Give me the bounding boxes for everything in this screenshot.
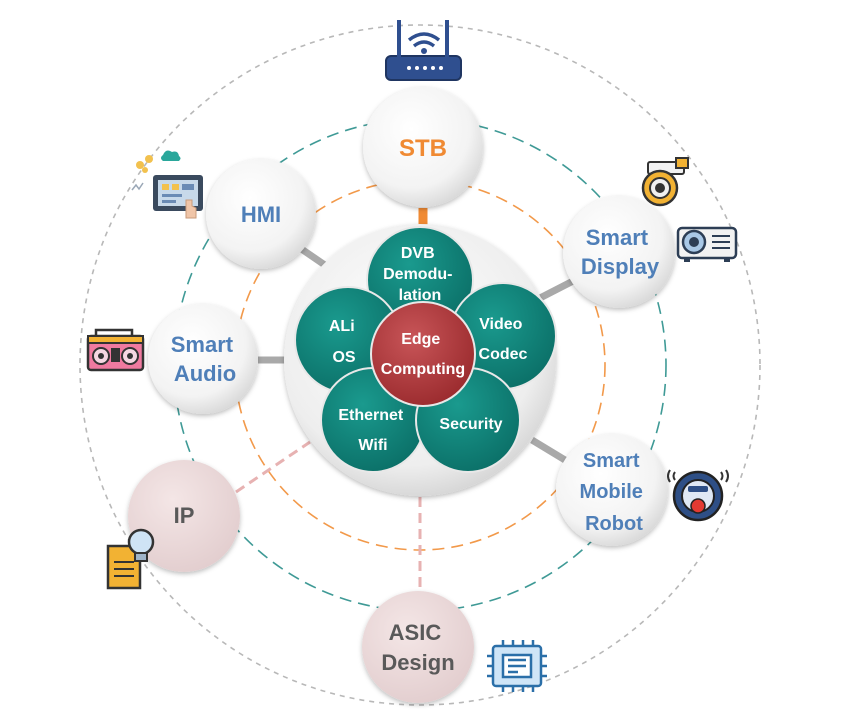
- node-smart-audio: Smart Audio: [148, 304, 258, 414]
- security-camera-icon: [641, 157, 689, 207]
- robot-vacuum-icon: [667, 469, 729, 522]
- chip-icon: [487, 640, 547, 692]
- svg-text:DVB Demodu- lation: DVB Demodu- lation: [383, 245, 457, 304]
- router-icon: [385, 20, 462, 81]
- ip-document-bulb-icon: [106, 528, 155, 590]
- svg-text:Edge Computing: Edge Computing: [381, 331, 465, 378]
- node-asic-design: ASIC Design: [362, 591, 474, 703]
- boombox-icon: [86, 328, 145, 372]
- core-edge-computing: Edge Computing: [370, 301, 476, 407]
- svg-text:Smart Audio: Smart Audio: [171, 332, 239, 386]
- svg-text:Video Codec: Video Codec: [479, 316, 528, 363]
- svg-text:ALi OS: ALi OS: [329, 318, 359, 366]
- svg-text:ASIC Design: ASIC Design: [381, 620, 454, 675]
- connector-smart-display: [538, 276, 577, 302]
- hmi-panel-icon: [131, 150, 203, 219]
- node-stb: STB: [363, 87, 483, 207]
- connector-smart-robot: [530, 437, 567, 463]
- svg-text:HMI: HMI: [241, 202, 281, 227]
- projector-icon: [676, 226, 738, 262]
- svg-text:STB: STB: [399, 135, 447, 162]
- node-smart-mobile-robot: Smart Mobile Robot: [556, 434, 668, 546]
- connector-ip: [235, 440, 311, 494]
- node-hmi: HMI: [206, 159, 316, 269]
- node-smart-display: Smart Display: [563, 196, 675, 308]
- svg-text:Smart Mobile Robot: Smart Mobile Robot: [580, 450, 649, 535]
- outer-grey-ring: [79, 24, 761, 706]
- svg-text:Ethernet Wifi: Ethernet Wifi: [338, 407, 407, 454]
- svg-text:IP: IP: [174, 503, 195, 528]
- node-ip: IP: [128, 460, 240, 572]
- svg-text:Security: Security: [439, 416, 502, 433]
- svg-text:Smart Display: Smart Display: [581, 225, 660, 279]
